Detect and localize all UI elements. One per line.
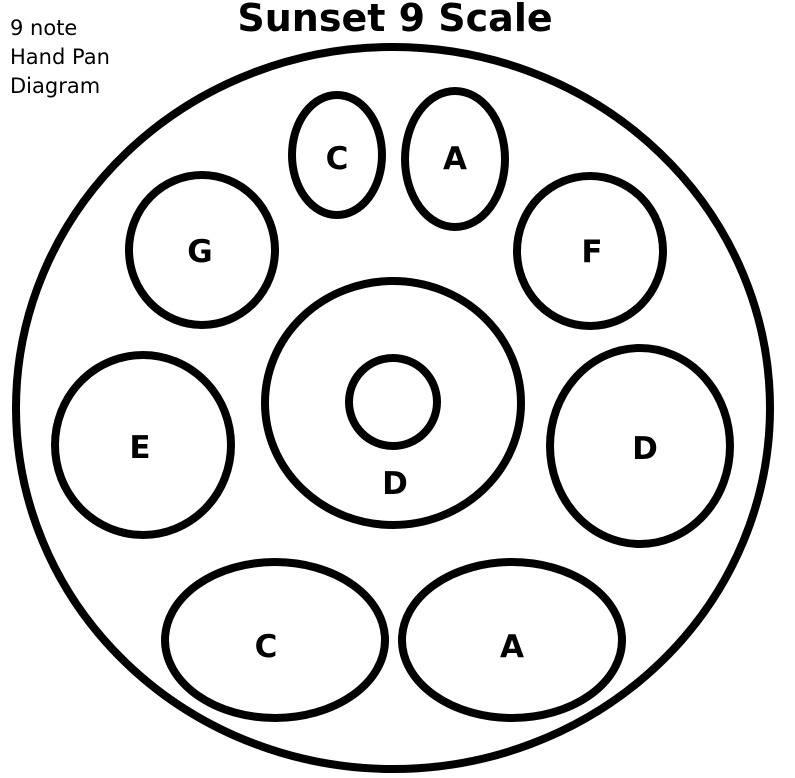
note-top-right: [401, 87, 509, 231]
note-label: D: [632, 431, 658, 467]
diagram-title: Sunset 9 Scale: [0, 0, 790, 40]
note-label: F: [581, 234, 602, 270]
subtitle-line: Hand Pan: [10, 45, 110, 69]
handpan-outline: [12, 43, 774, 773]
note-label: A: [500, 629, 524, 665]
diagram-subtitle: 9 note Hand Pan Diagram: [10, 14, 110, 101]
note-label: C: [326, 141, 349, 177]
note-label: A: [443, 141, 467, 177]
note-upper-left: [125, 171, 279, 329]
note-label: G: [187, 234, 212, 270]
subtitle-line: 9 note: [10, 16, 78, 40]
center-dome: [345, 354, 441, 450]
note-top-left: [288, 91, 386, 219]
title-text: Sunset 9 Scale: [237, 0, 553, 40]
note-bottom-left: [161, 558, 389, 722]
note-center-ding: [261, 277, 525, 529]
note-bottom-right: [398, 558, 626, 722]
note-label: C: [255, 629, 278, 665]
note-label: E: [129, 430, 150, 466]
note-right: [546, 344, 734, 548]
note-label: D: [382, 466, 408, 502]
subtitle-line: Diagram: [10, 74, 101, 98]
note-left: [51, 351, 235, 539]
note-upper-right: [513, 172, 667, 330]
